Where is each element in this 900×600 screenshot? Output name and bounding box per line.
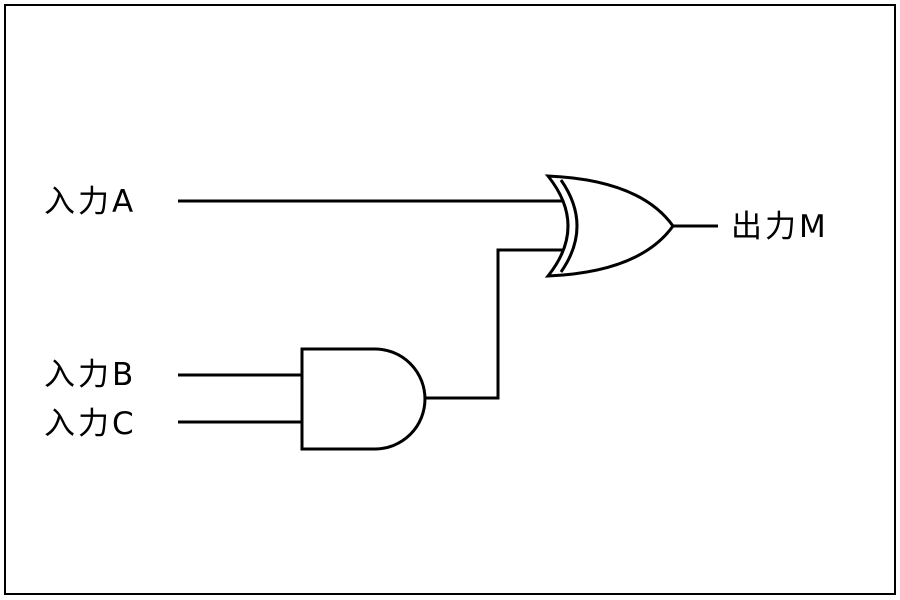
input-b-label: 入力B bbox=[44, 357, 137, 393]
wire-and-to-or bbox=[425, 248, 571, 400]
output-m-label: 出力M bbox=[731, 209, 829, 245]
input-a-label: 入力A bbox=[44, 184, 137, 220]
or-gate-inner-curve bbox=[559, 179, 579, 273]
and-gate bbox=[300, 347, 427, 451]
input-c-label: 入力C bbox=[44, 406, 137, 442]
or-gate bbox=[544, 174, 675, 278]
diagram-border bbox=[4, 4, 896, 595]
